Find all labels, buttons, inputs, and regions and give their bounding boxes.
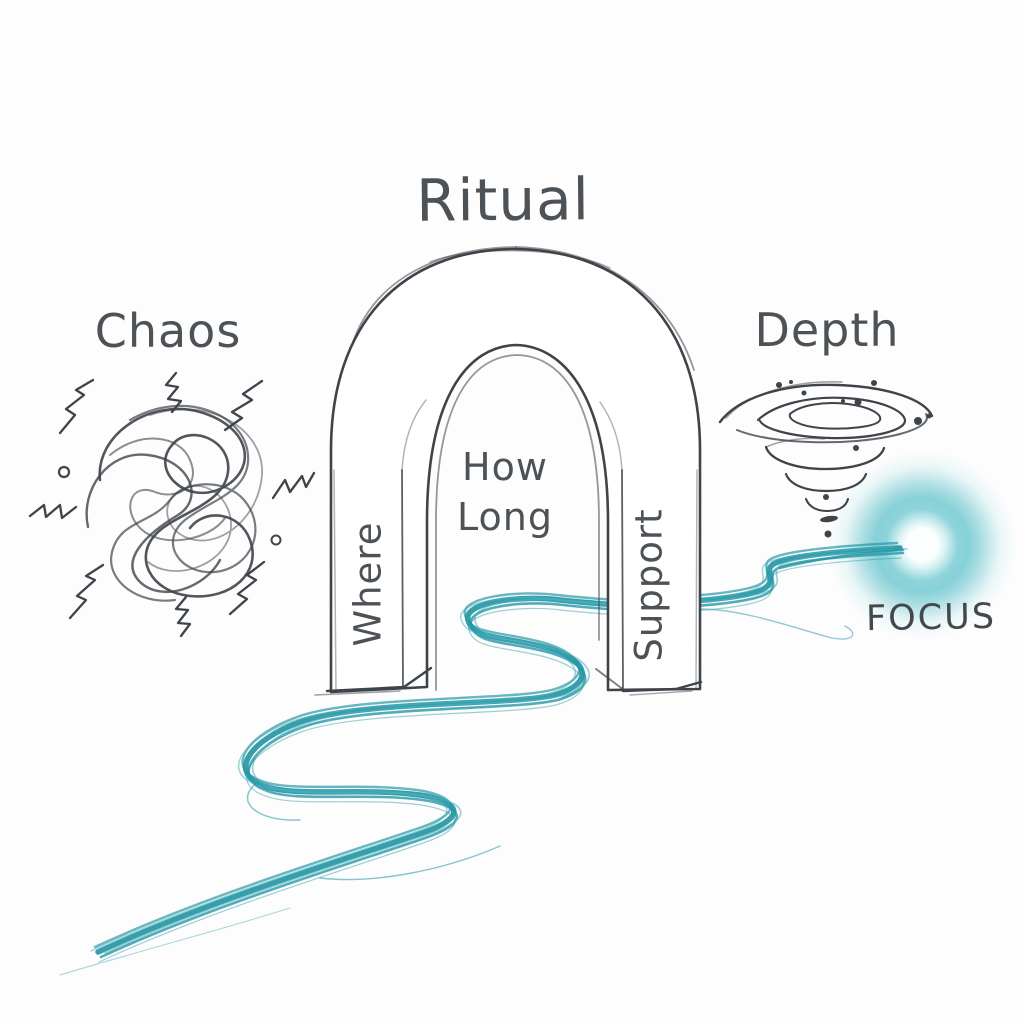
chaos-scribble xyxy=(28,371,316,638)
depth-vortex xyxy=(718,380,934,538)
how-long-line2: Long xyxy=(457,495,553,539)
how-long-line1: How xyxy=(462,444,548,489)
support-label: Support xyxy=(627,508,671,662)
how-long-label: How Long xyxy=(457,442,553,542)
focus-label: FOCUS xyxy=(865,596,997,640)
flow-stream xyxy=(59,541,908,976)
chaos-label: Chaos xyxy=(94,304,242,358)
depth-label: Depth xyxy=(754,303,900,357)
ritual-arch xyxy=(314,246,703,696)
where-label: Where xyxy=(346,521,390,647)
focus-glow xyxy=(827,450,1017,640)
arch-title: Ritual xyxy=(415,165,591,235)
